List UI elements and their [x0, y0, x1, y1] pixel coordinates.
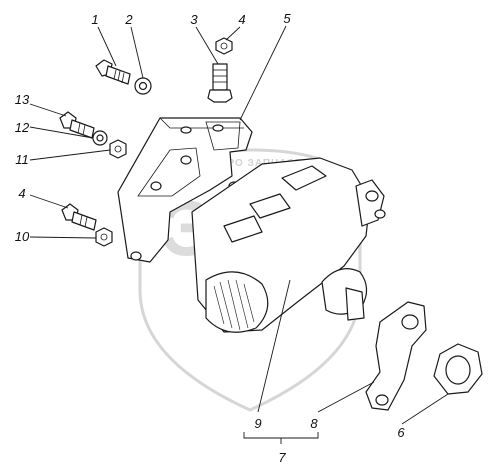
watermark-small-text: ЭЛЕКТРО ЗАПЧАСТИ — [190, 158, 311, 169]
leader-9 — [257, 279, 291, 413]
leader-10 — [29, 236, 97, 239]
callout-2: 2 — [124, 12, 133, 27]
leader-1 — [97, 26, 117, 67]
part-3-bolt — [207, 63, 233, 103]
part-1-bolt — [95, 59, 131, 85]
part-4-nut-top — [215, 37, 233, 55]
callout-8: 8 — [310, 416, 318, 431]
leader-4b — [29, 194, 69, 209]
callout-13: 13 — [15, 92, 30, 107]
part-9-body — [191, 157, 386, 333]
callout-4b: 4 — [18, 186, 25, 201]
part-11-nut — [109, 139, 127, 159]
callout-9: 9 — [254, 416, 261, 431]
part-5-bracket — [117, 117, 253, 263]
part-12-washer — [92, 130, 108, 146]
callout-1: 1 — [91, 12, 98, 27]
leader-lines — [29, 25, 449, 444]
callout-12: 12 — [15, 120, 30, 135]
part-6-nut — [433, 343, 483, 395]
callout-4a: 4 — [238, 12, 245, 27]
leader-6 — [401, 393, 449, 425]
leader-4a — [225, 26, 241, 41]
callout-6: 6 — [397, 425, 405, 440]
part-13-bolt — [59, 111, 95, 139]
part-8-lever — [365, 301, 427, 411]
leader-3 — [195, 26, 219, 65]
callout-11: 11 — [15, 152, 29, 167]
leader-13 — [29, 103, 67, 117]
part-10-nut — [95, 227, 113, 247]
callout-3: 3 — [190, 12, 198, 27]
callout-10: 10 — [15, 229, 30, 244]
callout-5: 5 — [283, 11, 291, 26]
part-4-bolt-lower — [61, 203, 97, 231]
leader-8 — [317, 381, 375, 413]
leader-12 — [29, 126, 94, 139]
part-2-washer — [134, 77, 152, 95]
callout-labels: 1 2 3 4 5 13 12 11 4 10 9 8 7 6 — [15, 11, 406, 465]
leader-11 — [29, 149, 111, 161]
bracket-7 — [243, 432, 319, 444]
leader-2 — [130, 26, 144, 79]
leader-5 — [239, 25, 287, 121]
callout-7: 7 — [278, 450, 286, 465]
